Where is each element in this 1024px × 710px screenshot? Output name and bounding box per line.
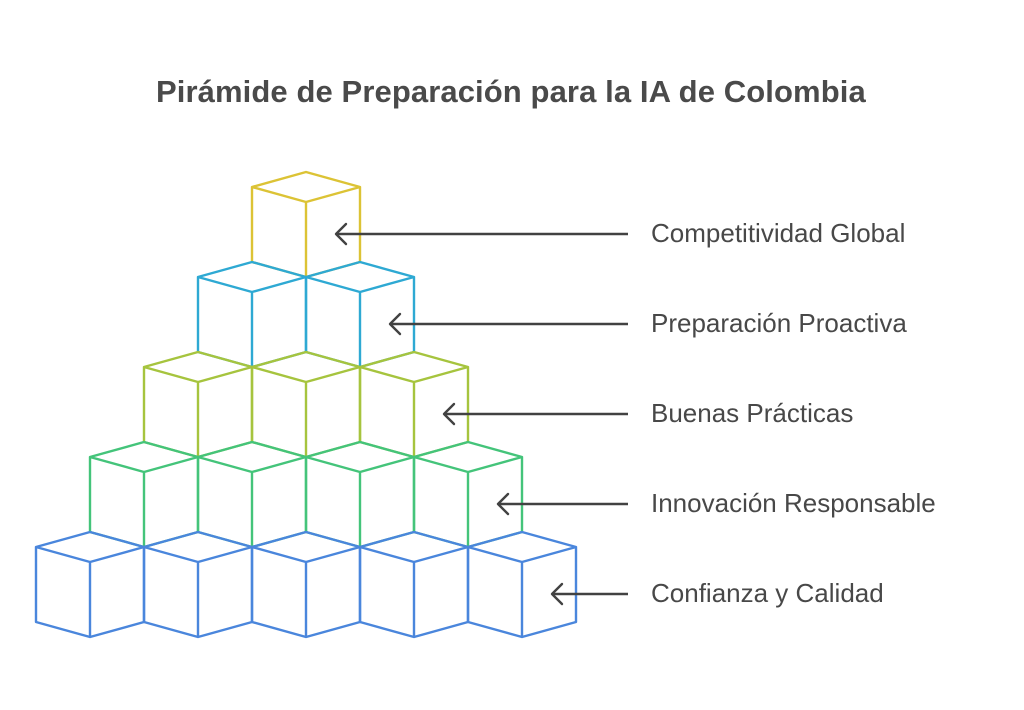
cube-level-3-3 xyxy=(358,350,470,459)
arrows-layer xyxy=(334,222,628,606)
cube-level-5-5 xyxy=(466,530,578,639)
arrow-head xyxy=(442,402,456,426)
level-label-buenas-practicas: Buenas Prácticas xyxy=(651,398,854,428)
cube-level-5-1 xyxy=(34,530,146,639)
cube-level-4-4 xyxy=(412,440,524,549)
arrow-level-1 xyxy=(334,222,628,246)
level-label-confianza-y-calidad: Confianza y Calidad xyxy=(651,578,884,608)
cube-level-5-2 xyxy=(142,530,254,639)
cube-level-3-1 xyxy=(142,350,254,459)
cube-level-4-1 xyxy=(88,440,200,549)
cube-level-2-1 xyxy=(196,260,308,369)
arrow-head xyxy=(550,582,564,606)
cubes-layer xyxy=(34,170,578,639)
arrow-level-2 xyxy=(388,312,628,336)
level-label-innovacion-responsable: Innovación Responsable xyxy=(651,488,936,518)
arrow-head xyxy=(334,222,348,246)
cube-level-2-2 xyxy=(304,260,416,369)
cube-level-5-4 xyxy=(358,530,470,639)
arrow-level-3 xyxy=(442,402,628,426)
cube-level-5-3 xyxy=(250,530,362,639)
arrow-head xyxy=(496,492,510,516)
level-label-preparacion-proactiva: Preparación Proactiva xyxy=(651,308,907,338)
cube-level-3-2 xyxy=(250,350,362,459)
arrow-level-5 xyxy=(550,582,628,606)
level-label-competitividad-global: Competitividad Global xyxy=(651,218,906,248)
arrow-level-4 xyxy=(496,492,628,516)
cube-level-4-2 xyxy=(196,440,308,549)
cube-level-1-1 xyxy=(250,170,362,279)
cube-level-4-3 xyxy=(304,440,416,549)
arrow-head xyxy=(388,312,402,336)
diagram-title: Pirámide de Preparación para la IA de Co… xyxy=(156,74,866,109)
